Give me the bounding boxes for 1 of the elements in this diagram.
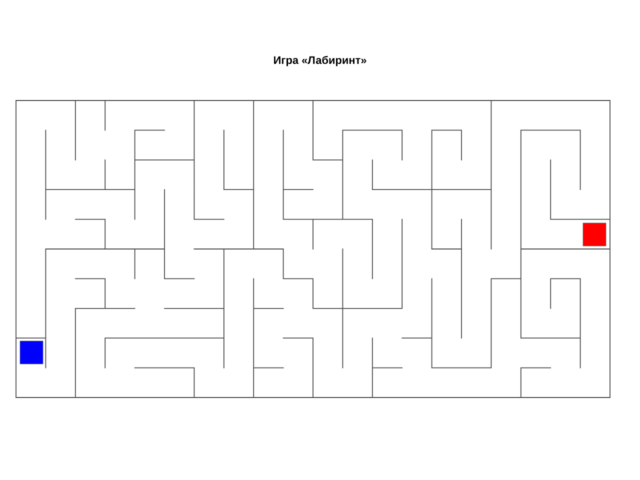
title: Игра «Лабиринт» [274,56,366,66]
